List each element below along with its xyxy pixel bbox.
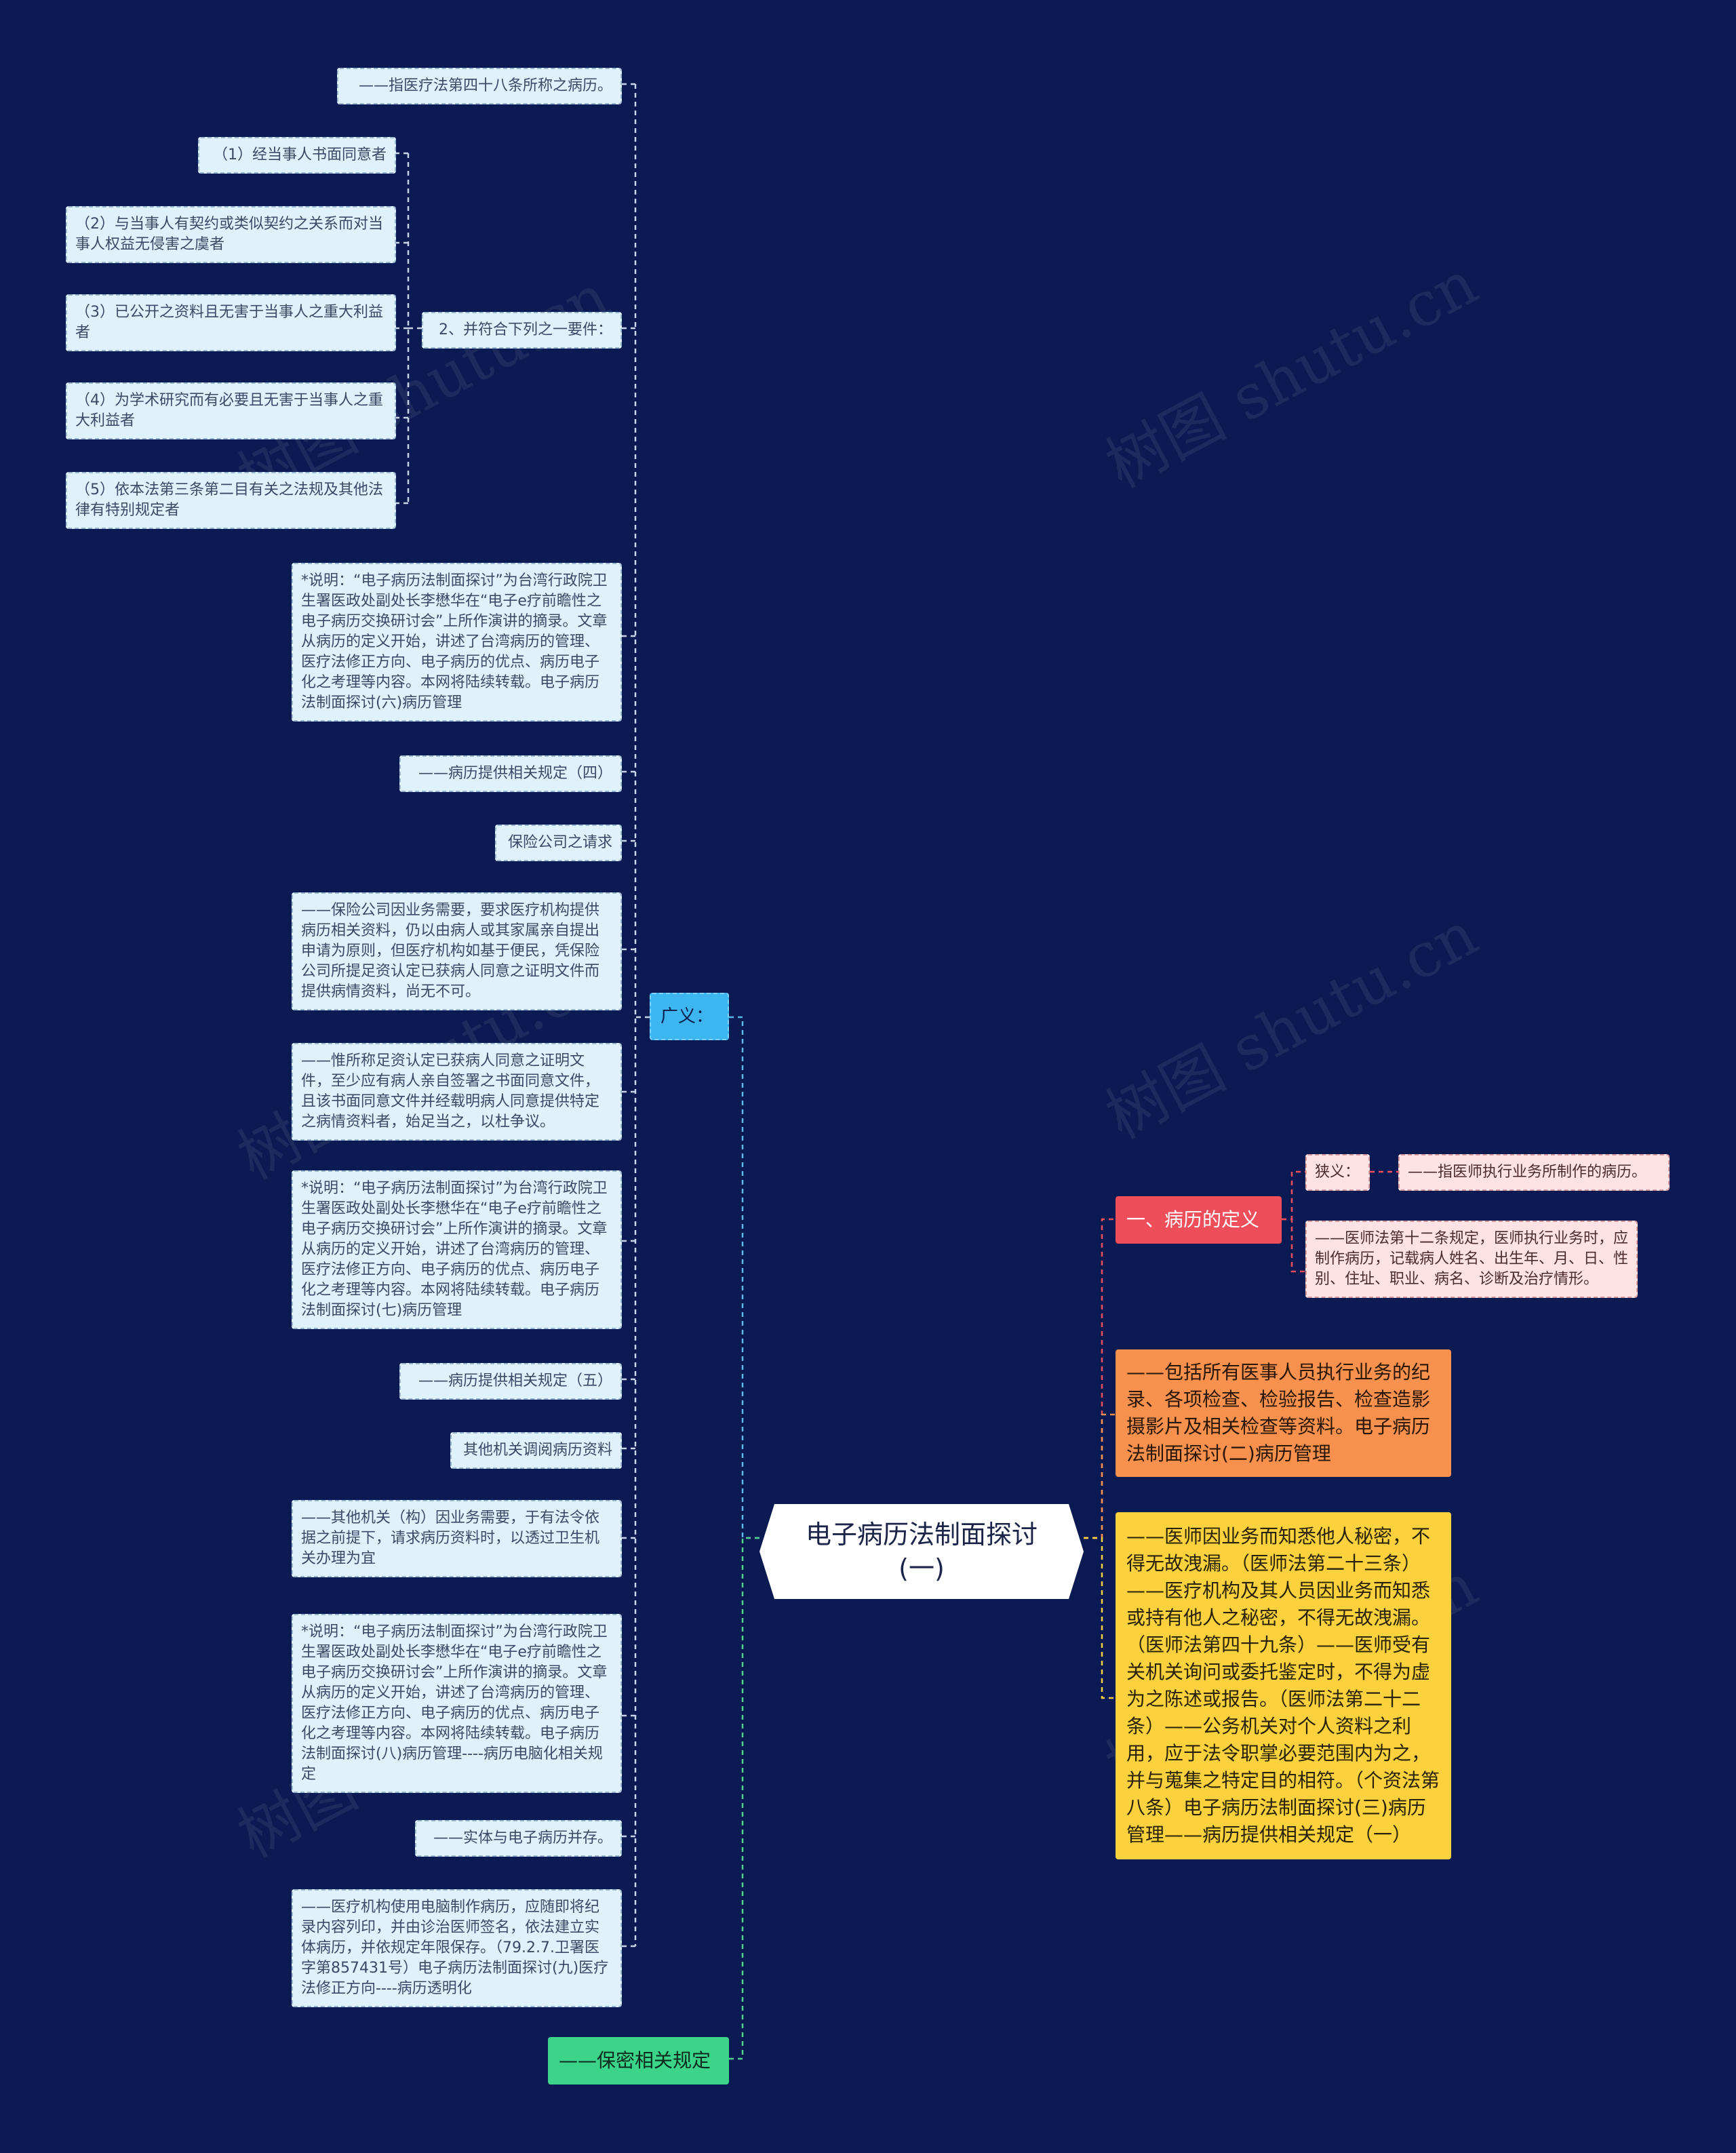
condition-item[interactable]: （5）依本法第三条第二目有关之法规及其他法律有特别规定者 [66, 472, 396, 529]
narrow-text[interactable]: ——指医师执行业务所制作的病历。 [1398, 1154, 1670, 1191]
guangyi-item[interactable]: ——病历提供相关规定（四） [399, 755, 622, 792]
condition-item[interactable]: （3）已公开之资料且无害于当事人之重大利益者 [66, 294, 396, 351]
condition-item[interactable]: （2）与当事人有契约或类似契约之关系而对当事人权益无侵害之虞者 [66, 206, 396, 263]
baomi-node[interactable]: ——保密相关规定 [548, 2037, 729, 2085]
guangyi-item[interactable]: ——病历提供相关规定（五） [399, 1363, 622, 1400]
guangyi-item[interactable]: ——其他机关（构）因业务需要，于有法令依据之前提下，请求病历资料时，以透过卫生机… [292, 1500, 622, 1577]
guangyi-item[interactable]: *说明：“电子病历法制面探讨”为台湾行政院卫生署医政处副处长李懋华在“电子e疗前… [292, 1170, 622, 1329]
guangyi-item[interactable]: ——惟所称足资认定已获病人同意之证明文件，至少应有病人亲自签署之书面同意文件，且… [292, 1043, 622, 1141]
definition-node[interactable]: 一、病历的定义 [1116, 1196, 1282, 1244]
condition-item[interactable]: （4）为学术研究而有必要且无害于当事人之重大利益者 [66, 382, 396, 439]
secret-text-node[interactable]: ——医师因业务而知悉他人秘密，不得无故洩漏。（医师法第二十三条）——医疗机构及其… [1116, 1512, 1451, 1859]
condition-item[interactable]: （1）经当事人书面同意者 [198, 137, 396, 174]
law-text[interactable]: ——医师法第十二条规定，医师执行业务时，应制作病历，记载病人姓名、出生年、月、日… [1305, 1221, 1638, 1298]
broad-text-node[interactable]: ——包括所有医事人员执行业务的纪录、各项检查、检验报告、检查造影摄影片及相关检查… [1116, 1349, 1451, 1477]
guangyi-item[interactable]: 2、并符合下列之一要件： [422, 312, 622, 349]
guangyi-item[interactable]: *说明：“电子病历法制面探讨”为台湾行政院卫生署医政处副处长李懋华在“电子e疗前… [292, 1614, 622, 1793]
guangyi-node[interactable]: 广义： [650, 993, 729, 1040]
guangyi-item[interactable]: 保险公司之请求 [495, 825, 622, 861]
root-topic[interactable]: 电子病历法制面探讨(一) [760, 1504, 1084, 1599]
guangyi-item[interactable]: ——医疗机构使用电脑制作病历，应随即将纪录内容列印，并由诊治医师签名，依法建立实… [292, 1889, 622, 2007]
guangyi-item[interactable]: *说明：“电子病历法制面探讨”为台湾行政院卫生署医政处副处长李懋华在“电子e疗前… [292, 563, 622, 722]
guangyi-item[interactable]: ——实体与电子病历并存。 [415, 1820, 622, 1857]
narrow-label[interactable]: 狭义： [1305, 1154, 1370, 1191]
guangyi-item[interactable]: ——保险公司因业务需要，要求医疗机构提供病历相关资料，仍以由病人或其家属亲自提出… [292, 892, 622, 1010]
guangyi-item[interactable]: ——指医疗法第四十八条所称之病历。 [337, 68, 622, 104]
guangyi-item[interactable]: 其他机关调阅病历资料 [450, 1432, 622, 1469]
